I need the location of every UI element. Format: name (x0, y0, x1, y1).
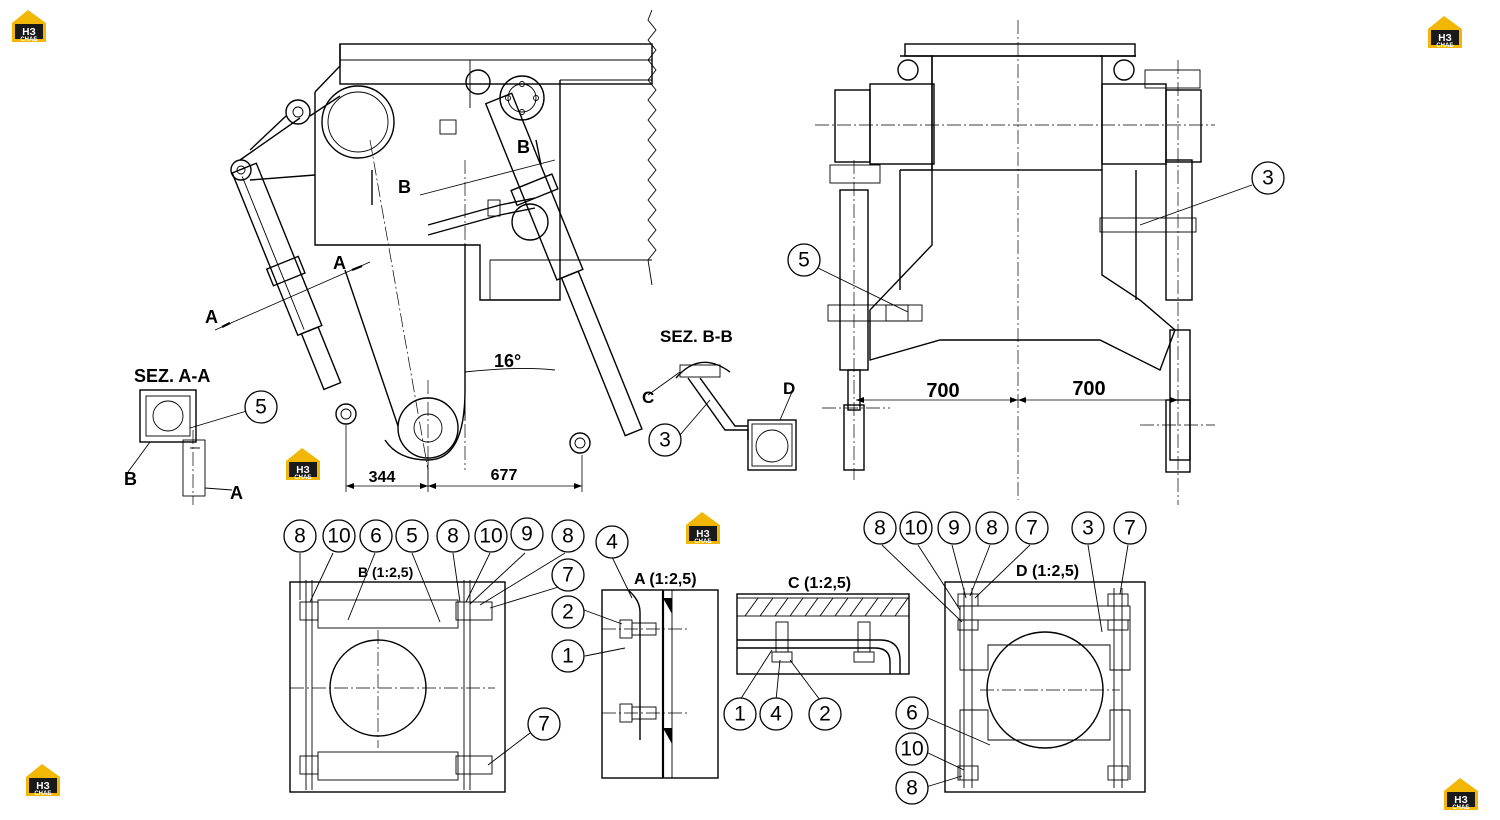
callout-10: 10 (904, 517, 927, 540)
logo-mark: НЗ (696, 529, 710, 540)
detail-c-title: C (1:2,5) (788, 575, 851, 592)
section-mark-b: B (124, 469, 137, 489)
callout-8: 8 (906, 777, 918, 800)
callout-2: 2 (562, 601, 574, 624)
callout-5: 5 (798, 249, 810, 272)
section-a-a: SEZ. A-A B A 5 (124, 366, 278, 505)
callout-4: 4 (606, 531, 618, 554)
logo-icon: НЗ СНАБ (1428, 16, 1462, 49)
detail-d: D (1:2,5) 8 10 9 8 7 3 7 6 10 (863, 511, 1147, 805)
logo-icon: НЗ СНАБ (1444, 778, 1478, 811)
callout-2: 2 (819, 703, 831, 726)
side-view: 344 677 16° A A B B (205, 9, 657, 492)
logo-icon: НЗ СНАБ (12, 10, 46, 43)
section-mark-a: A (205, 307, 218, 327)
callout-3: 3 (1262, 167, 1274, 190)
callout-7: 7 (1026, 517, 1038, 540)
callout-3: 3 (659, 429, 671, 452)
logo-icon: НЗ СНАБ (686, 512, 720, 545)
callout-1: 1 (562, 645, 574, 668)
dimension-700-right: 700 (1072, 378, 1105, 400)
front-view: 700 700 5 3 (787, 20, 1285, 505)
detail-b: B (1:2,5) 8 10 6 5 8 10 9 8 7 7 (283, 517, 585, 793)
logo-sub: СНАБ (694, 539, 712, 545)
section-mark-d: D (783, 379, 795, 398)
callout-8: 8 (874, 517, 886, 540)
logo-mark: НЗ (22, 27, 36, 38)
callout-6: 6 (906, 702, 918, 725)
callout-8: 8 (986, 517, 998, 540)
callout-9: 9 (948, 517, 960, 540)
logo-sub: СНАБ (294, 475, 312, 481)
detail-c: C (1:2,5) 1 4 2 (723, 575, 910, 731)
section-mark-b: B (398, 177, 411, 197)
logo-icon: НЗ СНАБ (26, 764, 60, 797)
dimension-700-left: 700 (926, 380, 959, 402)
logo-sub: СНАБ (1452, 805, 1470, 811)
detail-d-title: D (1:2,5) (1016, 563, 1079, 580)
callout-10: 10 (327, 525, 350, 548)
callout-1: 1 (734, 703, 746, 726)
callout-5: 5 (255, 396, 267, 419)
detail-a: A (1:2,5) 4 2 1 (551, 525, 719, 779)
callout-8: 8 (447, 525, 459, 548)
logo-sub: СНАБ (1436, 43, 1454, 49)
callout-3: 3 (1082, 517, 1094, 540)
callout-7: 7 (1124, 517, 1136, 540)
callout-8: 8 (562, 525, 574, 548)
callout-8: 8 (294, 525, 306, 548)
logo-sub: СНАБ (20, 37, 38, 43)
callout-7: 7 (538, 713, 550, 736)
logo-sub: СНАБ (34, 791, 52, 797)
logo-mark: НЗ (1438, 33, 1452, 44)
dimension-677: 677 (491, 467, 518, 484)
section-a-a-title: SEZ. A-A (134, 366, 210, 386)
detail-b-title: B (1:2,5) (358, 564, 413, 580)
callout-5: 5 (406, 525, 418, 548)
callout-10: 10 (479, 525, 502, 548)
section-mark-c: C (642, 388, 654, 407)
callout-4: 4 (770, 703, 782, 726)
section-b-b-title: SEZ. B-B (660, 327, 733, 346)
logo-mark: НЗ (296, 465, 310, 476)
logo-icon: НЗ СНАБ (286, 448, 320, 481)
dimension-344: 344 (369, 469, 396, 486)
angle-label: 16° (494, 351, 521, 371)
section-mark-a: A (230, 483, 243, 503)
section-mark-a: A (333, 253, 346, 273)
logo-mark: НЗ (36, 781, 50, 792)
callout-9: 9 (521, 523, 533, 546)
callout-10: 10 (900, 738, 923, 761)
section-b-b: SEZ. B-B C D 3 (642, 327, 797, 471)
detail-a-title: A (1:2,5) (634, 571, 697, 588)
callout-7: 7 (562, 564, 574, 587)
logo-mark: НЗ (1454, 795, 1468, 806)
callout-6: 6 (370, 525, 382, 548)
section-mark-b: B (517, 137, 530, 157)
